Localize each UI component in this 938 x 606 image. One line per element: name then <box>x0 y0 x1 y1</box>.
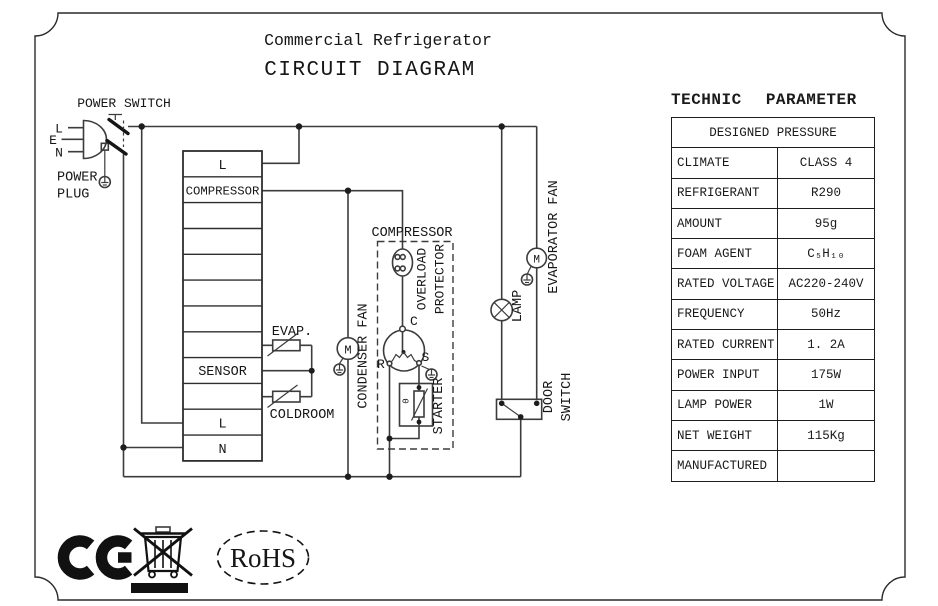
rohs-label: RoHS <box>230 543 296 573</box>
door-switch-symbol: DOOR SWITCH <box>495 373 575 422</box>
coldroom-label: COLDROOM <box>270 408 335 423</box>
rohs-icon: RoHS <box>216 530 310 585</box>
block-row2-label: COMPRESSOR <box>186 185 260 199</box>
block-row11-label: L <box>218 418 226 433</box>
block-row12-label: N <box>218 443 226 458</box>
weee-bin-icon <box>131 526 193 593</box>
block-sensor-label: SENSOR <box>198 365 247 380</box>
page-title: Commercial Refrigerator <box>264 31 492 50</box>
pin-l-label: L <box>55 122 63 137</box>
overload-label-2: PROTECTOR <box>433 244 448 314</box>
condenser-fan-label: CONDENSER FAN <box>357 303 372 408</box>
lamp-symbol: LAMP <box>490 290 526 322</box>
compressor-motor-symbol: C R S <box>377 314 438 381</box>
terminal-r-label: R <box>377 357 385 372</box>
page-subtitle: CIRCUIT DIAGRAM <box>264 59 476 82</box>
block-row1-label: L <box>218 159 226 174</box>
evap-sensor-symbol: EVAP. <box>267 325 313 357</box>
starter-symbol: 0 STARTER <box>398 378 447 435</box>
evap-label: EVAP. <box>272 325 313 340</box>
terminal-s-label: S <box>422 350 430 365</box>
wires <box>122 125 538 478</box>
evaporator-motor-m: M <box>533 255 540 267</box>
ce-mark-icon <box>57 535 133 580</box>
table-row: MANUFACTURED <box>671 450 875 482</box>
pin-n-label: N <box>55 146 63 161</box>
weee-black-bar <box>131 583 188 593</box>
ptc-zero: 0 <box>402 398 412 403</box>
power-switch-label: POWER SWITCH <box>77 96 171 111</box>
terminal-c-label: C <box>410 314 418 329</box>
door-switch-label-1: DOOR <box>542 381 557 413</box>
overload-label-1: OVERLOAD <box>415 248 430 311</box>
condenser-fan-motor: M CONDENSER FAN <box>333 303 372 409</box>
terminal-block: L COMPRESSOR SENSOR L N <box>182 150 263 462</box>
starter-label: STARTER <box>432 378 447 435</box>
evaporator-fan-motor: M EVAPORATOR FAN <box>520 180 562 294</box>
compressor-unit-box: COMPRESSOR OVERLOAD PROTECTOR C R S <box>371 226 454 450</box>
coldroom-sensor-symbol: COLDROOM <box>267 384 335 423</box>
compressor-unit-label: COMPRESSOR <box>371 226 452 241</box>
designed-pressure-cell: DESIGNED PRESSURE <box>671 116 875 149</box>
lamp-label: LAMP <box>511 290 526 322</box>
condenser-motor-m: M <box>344 344 351 358</box>
door-switch-label-2: SWITCH <box>560 373 575 422</box>
technic-parameter-heading: TECHNIC PARAMETER <box>671 91 857 109</box>
junction-dots <box>120 123 540 480</box>
power-plug: L E N POWER PLUG <box>49 119 112 203</box>
power-plug-label-1: POWER <box>57 171 98 186</box>
frame-border <box>34 12 906 601</box>
evaporator-fan-label: EVAPORATOR FAN <box>547 180 562 293</box>
table-row: DESIGNED PRESSURE <box>671 116 875 149</box>
pin-e-label: E <box>49 133 57 148</box>
power-plug-label-2: PLUG <box>57 188 89 203</box>
power-switch: POWER SWITCH <box>77 96 171 156</box>
overload-protector-symbol: OVERLOAD PROTECTOR <box>391 244 448 314</box>
